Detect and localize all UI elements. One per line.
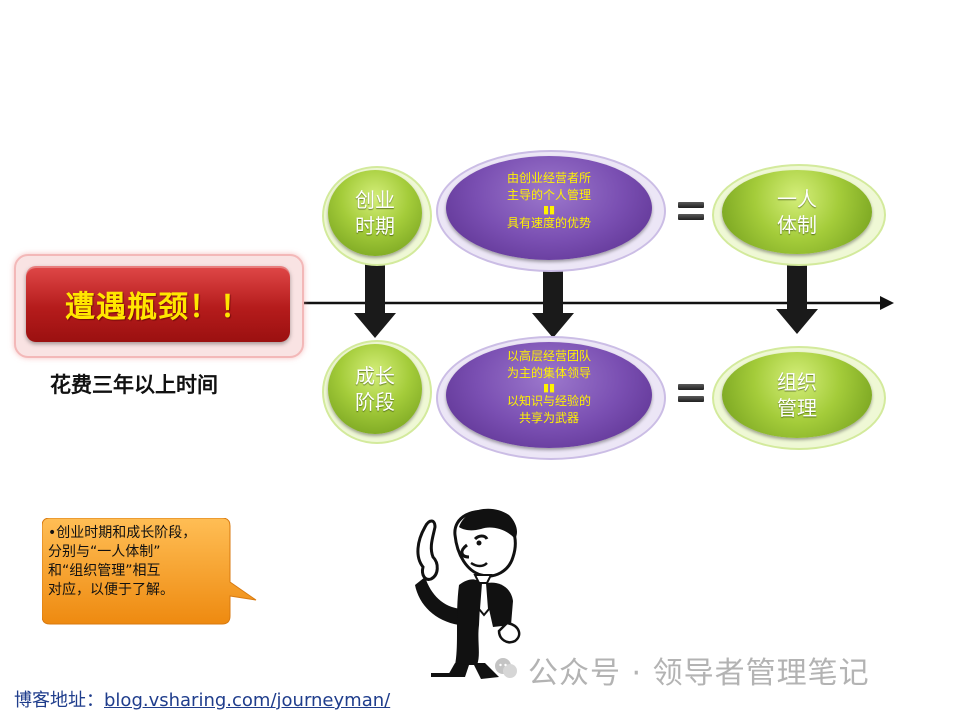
result-solo-line1: 一人 (777, 187, 817, 211)
note-line3: 和“组织管理”相互 (48, 563, 161, 579)
description-startup-line2: 主导的个人管理 (506, 188, 591, 202)
double-arrow-icon: ▮▮ (542, 381, 556, 394)
description-growth-line3: 以知识与经验的 (506, 394, 591, 408)
equals-icon (678, 202, 704, 226)
stage-startup-line1: 创业 (355, 188, 395, 212)
description-growth-line2: 为主的集体领导 (506, 366, 591, 380)
stage-growth-circle: 成长 阶段 (328, 344, 422, 434)
blog-address-prefix: 博客地址： (14, 690, 104, 711)
note-line4: 对应，以便于了解。 (48, 582, 174, 598)
down-arrow-icon (776, 259, 818, 334)
stage-startup-circle: 创业 时期 (328, 170, 422, 256)
note-text: •创业时期和成长阶段， 分别与“一人体制” 和“组织管理”相互 对应，以便于了解… (48, 524, 234, 600)
result-org-line1: 组织 (777, 370, 817, 394)
note-bubble (42, 518, 257, 625)
note-line1: •创业时期和成长阶段， (48, 525, 197, 541)
result-org-line2: 管理 (777, 396, 817, 420)
blog-link[interactable]: blog.vsharing.com/journeyman/ (104, 690, 391, 711)
equals-icon (678, 384, 704, 408)
description-growth-line1: 以高层经营团队 (506, 349, 591, 363)
down-arrow-icon (354, 263, 396, 338)
description-startup-line1: 由创业经营者所 (506, 171, 591, 185)
wechat-icon (495, 658, 517, 678)
watermark-text: 公众号 · 领导者管理笔记 (528, 656, 870, 691)
description-growth-line4: 共享为武器 (518, 411, 579, 425)
pointing-man-illustration (415, 508, 521, 679)
note-line2: 分别与“一人体制” (48, 544, 161, 560)
result-org-ellipse: 组织 管理 (722, 352, 872, 438)
bottleneck-caption: 花费三年以上时间 (50, 373, 218, 397)
description-growth: 以高层经营团队 为主的集体领导 ▮▮ 以知识与经验的 共享为武器 (446, 342, 652, 448)
stage-startup-line2: 时期 (355, 214, 395, 238)
stage-growth-line2: 阶段 (355, 390, 395, 414)
description-startup-line3: 具有速度的优势 (506, 216, 591, 230)
timeline-arrowhead (880, 296, 894, 310)
bottleneck-callout: 遭遇瓶颈！！ (26, 266, 290, 342)
down-arrow-icon (532, 263, 574, 338)
result-solo-line2: 体制 (777, 213, 817, 237)
stage-growth-line1: 成长 (355, 364, 395, 388)
description-startup: 由创业经营者所 主导的个人管理 ▮▮ 具有速度的优势 (446, 156, 652, 260)
bottleneck-title: 遭遇瓶颈！！ (65, 290, 251, 325)
double-arrow-icon: ▮▮ (542, 203, 556, 216)
result-solo-ellipse: 一人 体制 (722, 170, 872, 254)
blog-address: 博客地址：blog.vsharing.com/journeyman/ (14, 686, 390, 712)
